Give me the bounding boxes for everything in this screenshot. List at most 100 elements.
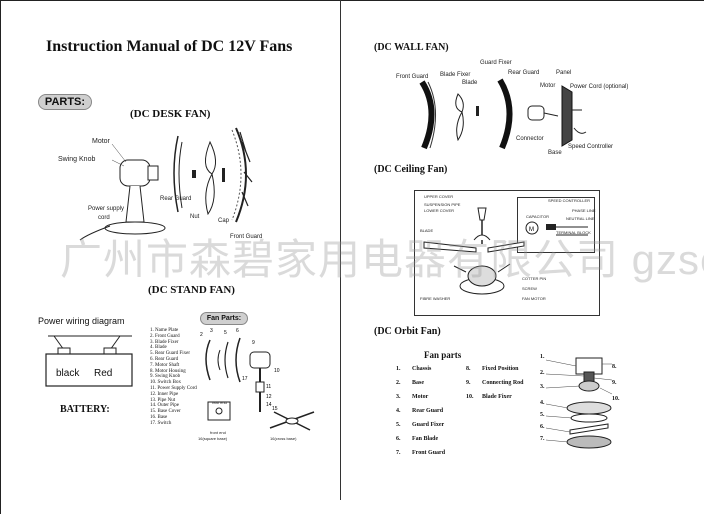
page-title: Instruction Manual of DC 12V Fans: [46, 38, 293, 55]
svg-text:9: 9: [252, 340, 255, 346]
parts-list-item: 5. Rear Guard Fixer: [150, 351, 190, 357]
wall-label-power-cord: Power Cord (optional): [570, 84, 629, 90]
orbit-diagram-number: 8.: [612, 364, 617, 370]
svg-text:11: 11: [266, 384, 271, 390]
parts-list-item: 17. Switch: [150, 420, 172, 426]
svg-text:15: 15: [272, 406, 278, 412]
ceiling-label-terminal-block: TERMINAL BLOCK: [556, 230, 591, 235]
column-divider: [340, 0, 341, 500]
ceiling-label-suspension-pipe: SUSPENSION PIPE: [424, 202, 461, 207]
ceiling-label-screw: SCREW: [522, 286, 537, 291]
speed-controller-inset: [517, 197, 595, 253]
desk-label-motor: Motor: [92, 138, 110, 145]
desk-label-nut: Nut: [190, 214, 200, 220]
orbit-part-name: Front Guard: [412, 450, 446, 456]
wall-label-blade-fixer: Blade Fixer: [440, 72, 471, 78]
svg-text:14: 14: [266, 402, 272, 408]
ceiling-label-fibre-washer: FIBRE WASHER: [420, 296, 451, 301]
svg-text:10: 10: [274, 368, 280, 374]
orbit-part-number: 3.: [396, 394, 401, 400]
fan-parts-badge: Fan Parts:: [200, 312, 248, 325]
desk-label-swing-knob: Swing Knob: [58, 156, 96, 163]
wall-label-panel: Panel: [556, 70, 572, 76]
wall-label-connector: Connector: [516, 136, 544, 142]
stand-label-square-base: 16(square base): [198, 436, 228, 441]
svg-text:17: 17: [242, 376, 248, 382]
orbit-diagram-number: 6.: [540, 424, 545, 430]
orbit-diagram-number: 4.: [540, 400, 545, 406]
orbit-diagram-number: 1.: [540, 354, 545, 360]
ceiling-label-lower-cover: LOWER COVER: [424, 208, 455, 213]
orbit-part-number: 4.: [396, 408, 401, 414]
orbit-part-name: Base: [412, 380, 424, 386]
orbit-diagram-number: 2.: [540, 370, 545, 376]
wall-label-front-guard: Front Guard: [396, 74, 429, 80]
svg-text:M: M: [529, 227, 534, 233]
desk-fan-heading: (DC DESK FAN): [130, 108, 211, 120]
orbit-part-number: 1.: [396, 366, 401, 372]
parts-list-item: 6. Rear Guard: [150, 356, 179, 362]
wall-label-motor: Motor: [540, 83, 556, 89]
stand-label-cross-base: 16(cross base): [270, 436, 297, 441]
orbit-parts-heading: Fan parts: [424, 350, 462, 360]
ceiling-label-cotter-pin: COTTER PIN: [522, 276, 547, 281]
orbit-diagram-number: 10.: [612, 396, 620, 402]
wire-black-label: black: [56, 368, 80, 379]
orbit-part-name: Rear Guard: [412, 408, 444, 414]
parts-list-item: 11. Power Supply Cord: [150, 385, 197, 391]
desk-label-cap: Cap: [218, 218, 230, 224]
parts-list-item: 10. Switch Box: [150, 380, 181, 386]
desk-label-cord: cord: [98, 215, 110, 221]
ceiling-fan-diagram: M: [423, 207, 588, 295]
stand-fan-parts-list: 1. Name Plate 2. Front Guard 3. Blade Fi…: [150, 328, 197, 427]
page-border-left: [0, 0, 1, 514]
wall-label-speed-controller: Speed Controller: [568, 144, 614, 150]
parts-list-item: 12. Inner Pipe: [150, 391, 179, 397]
parts-list-item: 9. Swing Knob: [150, 374, 181, 380]
battery-label: BATTERY:: [60, 404, 110, 415]
orbit-diagram-number: 7.: [540, 436, 545, 442]
ceiling-label-neutral-line: NEUTRAL LINE: [566, 216, 595, 221]
orbit-part-number: 7.: [396, 450, 401, 456]
orbit-diagram-number: 3.: [540, 384, 545, 390]
wall-fan-heading: (DC WALL FAN): [374, 42, 449, 53]
ceiling-label-upper-cover: UPPER COVER: [424, 194, 454, 199]
parts-list-item: 1. Name Plate: [150, 328, 179, 333]
parts-list-item: 7. Motor Shaft: [150, 362, 180, 368]
orbit-part-name: Connecting Rod: [482, 380, 524, 386]
orbit-diagram-number: 5.: [540, 412, 545, 418]
battery-diagram: [45, 335, 133, 387]
power-wiring-heading: Power wiring diagram: [38, 316, 125, 326]
watermark: 广州市森碧家用电器有限公司 gzsenbi.en.alibaba.com: [60, 236, 704, 283]
orbit-part-number: 8.: [466, 366, 471, 372]
orbit-part-number: 6.: [396, 436, 401, 442]
orbit-part-name: Chassis: [412, 366, 432, 372]
parts-list-item: 14. Outer Pipe: [150, 403, 180, 409]
orbit-diagram-number: 9.: [612, 380, 617, 386]
svg-text:12: 12: [266, 394, 272, 400]
parts-list-item: 3. Blade Fixer: [150, 339, 179, 345]
parts-list-item: 16. Base: [150, 414, 168, 420]
desk-fan-diagram: [79, 127, 253, 241]
orbit-part-name: Blade Fixer: [482, 394, 512, 400]
parts-list-item: 13. Pipe Nut: [150, 397, 176, 403]
svg-text:2: 2: [200, 332, 203, 338]
wall-label-rear-guard: Rear Guard: [508, 70, 540, 76]
svg-text:3: 3: [210, 328, 213, 334]
wire-red-label: Red: [94, 368, 113, 379]
desk-label-front-guard: Front Guard: [230, 234, 263, 240]
desk-label-rear-guard: Rear Guard: [160, 196, 192, 202]
orbit-fan-diagram: [545, 357, 613, 449]
stand-label-rear-end: rear end: [212, 400, 227, 405]
parts-badge: PARTS:: [38, 94, 92, 110]
ceiling-label-speed-controller: SPEED CONTROLLER: [548, 198, 591, 203]
page-border-top: [0, 0, 704, 1]
parts-list-item: 8. Motor Housing: [150, 368, 186, 374]
stand-fan-diagram: 2 3 5 6 9 10 17 11 12 14 15: [200, 328, 315, 431]
wall-label-guard-fixer: Guard Fixer: [480, 60, 512, 66]
ceiling-label-blade: BLADE: [420, 228, 434, 233]
stand-fan-heading: (DC STAND FAN): [148, 284, 235, 296]
orbit-part-name: Guard Fixer: [412, 422, 445, 428]
ceiling-fan-heading: (DC Ceiling Fan): [374, 164, 448, 175]
parts-list-item: 15. Base Cover: [150, 409, 181, 415]
